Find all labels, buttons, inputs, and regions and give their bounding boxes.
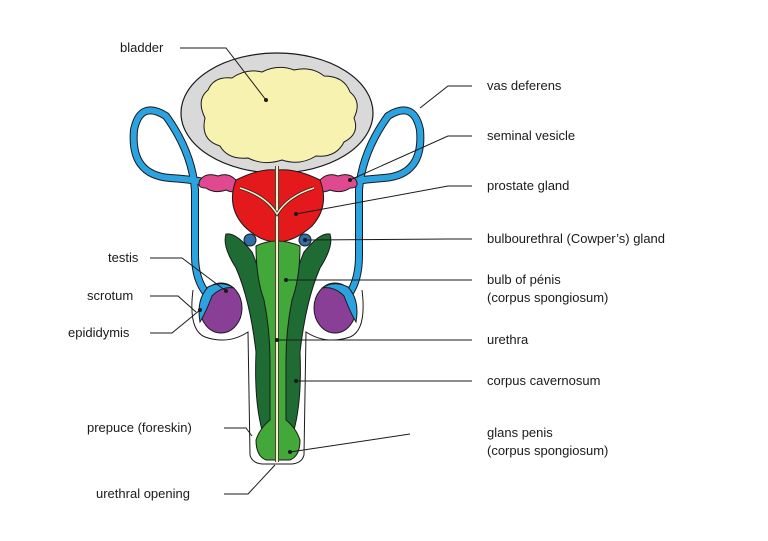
label-scrotum: scrotum [87,288,133,303]
label-testis: testis [108,250,139,265]
label-glans-penis-sub: (corpus spongiosum) [487,443,608,458]
vas-deferens [129,106,425,297]
leader-lines [150,47,472,495]
label-bulb-of-penis: bulb of pénis [487,272,561,287]
label-bulbourethral-gland: bulbourethral (Cowper’s) gland [487,231,665,246]
label-bulb-of-penis-sub: (corpus spongiosum) [487,290,608,305]
urethra [239,166,315,462]
epididymis-right [321,283,358,324]
label-seminal-vesicle: seminal vesicle [487,128,575,143]
label-bladder: bladder [120,40,164,55]
label-epididymis: epididymis [68,325,130,340]
testes [198,282,358,334]
label-vas-deferens: vas deferens [487,78,562,93]
bladder [180,52,374,174]
bladder-lumen [200,66,358,164]
label-urethra: urethra [487,332,529,347]
label-prostate-gland: prostate gland [487,178,569,193]
seminal-vesicles [198,174,358,193]
label-urethral-opening: urethral opening [96,486,190,501]
bulbourethral-glands [243,233,312,247]
labels: bladder vas deferens seminal vesicle pro… [68,40,665,501]
label-prepuce: prepuce (foreskin) [87,420,192,435]
label-corpus-cavernosum: corpus cavernosum [487,373,600,388]
label-glans-penis: glans penis [487,425,553,440]
